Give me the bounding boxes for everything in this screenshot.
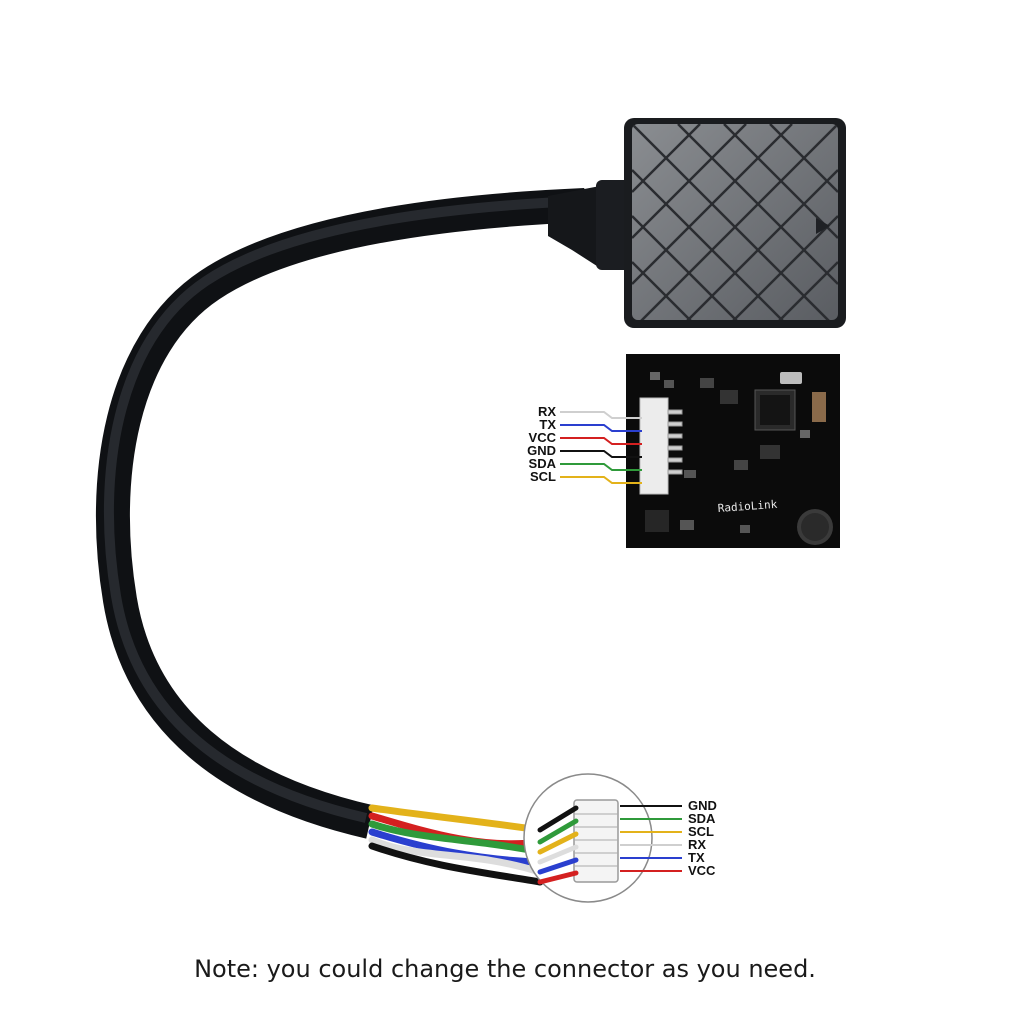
wire-scl xyxy=(560,476,642,484)
connector-pin-label: TX xyxy=(688,850,705,865)
pcb-pin-label: TX xyxy=(539,417,556,432)
pcb-pin-label: RX xyxy=(538,404,556,419)
connector-housing xyxy=(573,799,619,883)
pcb-pin-label: VCC xyxy=(529,430,557,445)
note-text: Note: you could change the connector as … xyxy=(194,955,816,983)
connector-pin-label: GND xyxy=(688,798,717,813)
wire-tx xyxy=(560,424,642,432)
gps-module xyxy=(624,118,846,328)
connector-pin-label: RX xyxy=(688,837,706,852)
connector-pin-label: VCC xyxy=(688,863,716,878)
direction-arrow-icon xyxy=(816,218,830,234)
pcb-connector xyxy=(639,397,669,495)
pcb-pin-label: SCL xyxy=(530,469,556,484)
gps-cable xyxy=(95,188,586,839)
connector-detail xyxy=(523,773,653,903)
connector-pin-diagram: GND SDA SCL RX TX VCC xyxy=(620,798,717,878)
exposed-wires xyxy=(368,804,544,886)
pcb-pin-label: SDA xyxy=(529,456,557,471)
pcb-brand-label: RadioLink xyxy=(717,498,778,515)
pcb-pin-label: GND xyxy=(527,443,556,458)
pcb-pin-diagram: RX TX VCC GND SDA SCL xyxy=(527,404,642,484)
connector-pin-label: SDA xyxy=(688,811,716,826)
wire-sda xyxy=(560,463,642,471)
wire-gnd xyxy=(560,450,642,458)
cable-strain-relief xyxy=(548,180,636,270)
pcb-board: RadioLink xyxy=(626,354,840,548)
wire-vcc xyxy=(560,437,642,445)
connector-pin-label: SCL xyxy=(688,824,714,839)
wire-rx xyxy=(560,411,642,419)
